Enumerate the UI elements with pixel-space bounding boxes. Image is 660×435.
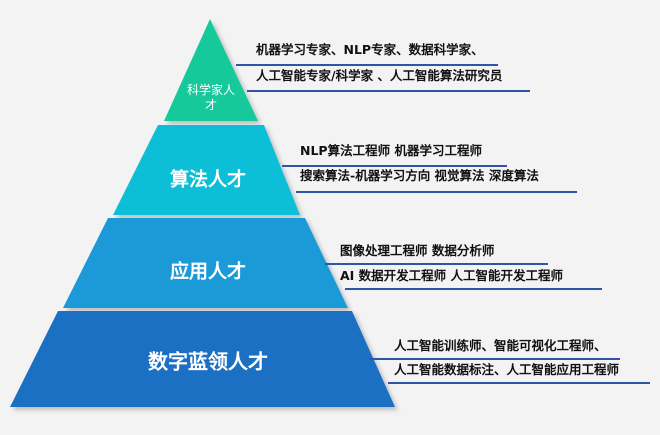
underline — [296, 191, 577, 193]
underline — [282, 165, 507, 167]
tier-desc-application-line-2: AI 数据开发工程师 人工智能开发工程师 — [340, 268, 564, 283]
underline — [388, 382, 650, 384]
pyramid-tier-algorithm — [113, 125, 300, 215]
underline — [247, 90, 530, 92]
underline — [345, 288, 602, 290]
tier-desc-digital-bluecollar-line-1: 人工智能训练师、智能可视化工程师、 — [394, 338, 607, 353]
underline — [370, 358, 620, 360]
pyramid-tier-scientist — [164, 19, 258, 121]
pyramid-tier-digital-bluecollar — [10, 311, 395, 407]
tier-desc-scientist-line-2: 人工智能专家/科学家 、人工智能算法研究员 — [256, 68, 503, 83]
tier-label-algorithm: 算法人才 — [169, 168, 247, 191]
tier-desc-scientist-line-1: 机器学习专家、NLP专家、数据科学家、 — [256, 42, 484, 57]
tier-label-scientist: 科学家人 才 — [187, 83, 235, 113]
underline — [325, 263, 548, 265]
tier-desc-application-line-1: 图像处理工程师 数据分析师 — [340, 243, 495, 258]
tier-desc-digital-bluecollar-line-2: 人工智能数据标注、人工智能应用工程师 — [394, 362, 620, 377]
tier-label-scientist-line-2: 才 — [204, 98, 218, 112]
tier-label-application: 应用人才 — [169, 260, 247, 283]
underline — [236, 64, 498, 66]
pyramid-tier-application — [63, 218, 348, 308]
tier-desc-algorithm-line-2: 搜索算法-机器学习方向 视觉算法 深度算法 — [300, 168, 539, 183]
tier-label-digital-bluecollar: 数字蓝领人才 — [148, 349, 268, 374]
tier-desc-algorithm-line-1: NLP算法工程师 机器学习工程师 — [300, 143, 482, 158]
tier-label-scientist-line-1: 科学家人 — [186, 83, 236, 97]
